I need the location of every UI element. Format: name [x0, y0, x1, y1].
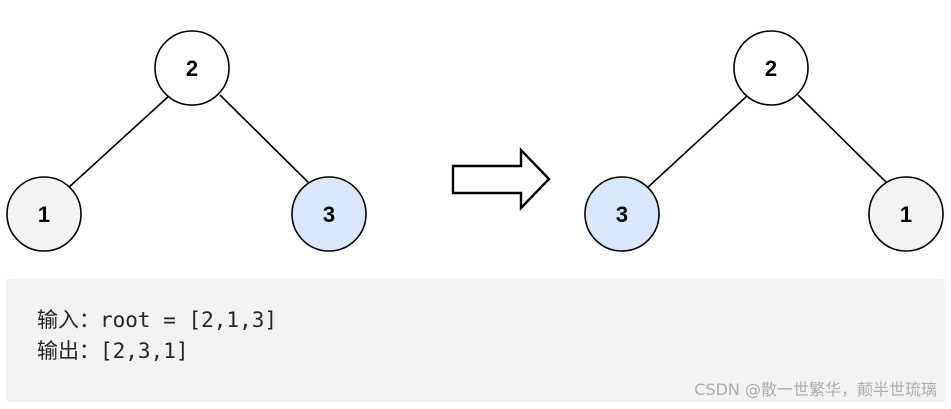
example-input-line: 输入：root = [2,1,3]	[37, 308, 278, 332]
tree-diagram: 2 1 3 2 3 1	[6, 30, 944, 252]
tree-after: 2 3 1	[584, 30, 944, 252]
node-after-left-label: 3	[616, 202, 628, 227]
node-after-root-label: 2	[765, 56, 777, 81]
edge-before-root-left	[66, 94, 171, 190]
node-before-right-label: 3	[323, 202, 335, 227]
edge-before-root-right	[219, 94, 316, 190]
node-after-root: 2	[733, 30, 809, 106]
edge-after-root-left	[645, 94, 749, 190]
node-before-root-label: 2	[186, 56, 198, 81]
example-output-line: 输出：[2,3,1]	[37, 339, 189, 363]
node-before-left: 1	[6, 176, 82, 252]
tree-before: 2 1 3	[6, 30, 367, 252]
node-before-right: 3	[291, 176, 367, 252]
node-before-left-label: 1	[38, 202, 50, 227]
node-after-left: 3	[584, 176, 660, 252]
watermark-text: CSDN @散一世繁华，颠半世琉璃	[694, 380, 937, 399]
transform-arrow-icon	[451, 147, 551, 211]
node-after-right-label: 1	[900, 202, 912, 227]
edge-after-root-right	[797, 94, 894, 190]
node-before-root: 2	[154, 30, 230, 106]
node-after-right: 1	[868, 176, 944, 252]
example-block: 输入：root = [2,1,3] 输出：[2,3,1]	[6, 279, 945, 402]
